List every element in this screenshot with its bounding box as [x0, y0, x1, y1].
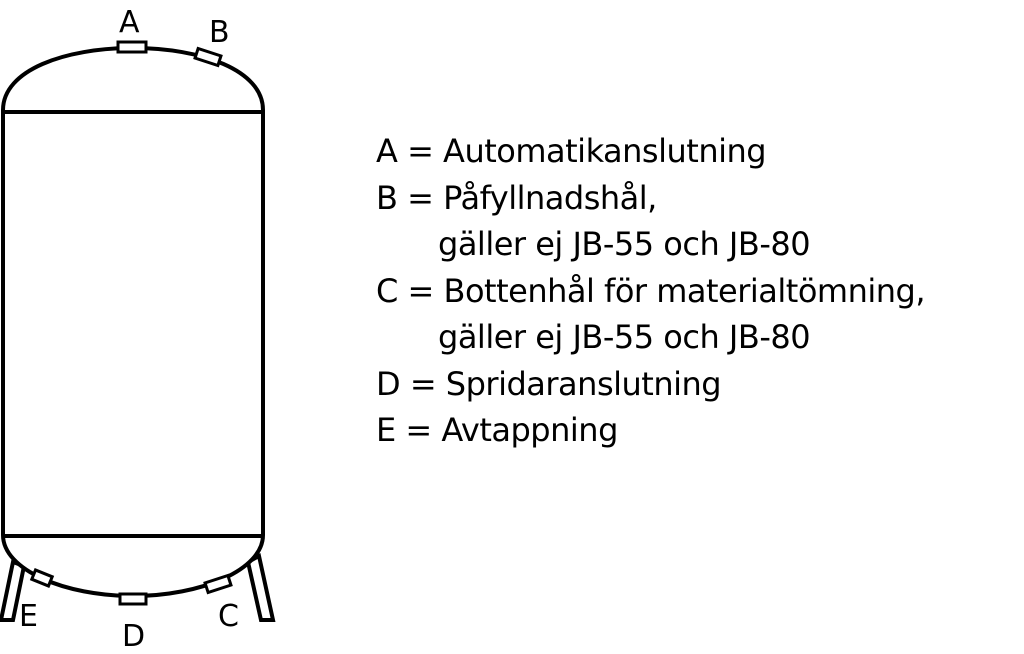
legend-item-d: D = Spridaranslutning	[376, 364, 722, 403]
legend-item-c-note: gäller ej JB-55 och JB-80	[438, 318, 811, 356]
nozzle-a	[116, 40, 148, 54]
callout-e: E	[19, 599, 38, 634]
nozzle-b	[193, 46, 223, 68]
legend-item-e: E = Avtappning	[376, 411, 618, 449]
legend-item-b-note: gäller ej JB-55 och JB-80	[438, 225, 811, 263]
tank-body	[0, 45, 265, 599]
nozzle-e	[29, 568, 55, 588]
callout-b: B	[209, 15, 230, 50]
right-leg	[245, 552, 276, 622]
callout-d: D	[122, 619, 145, 654]
legend: A = Automatikanslutning B = Påfyllnadshå…	[376, 128, 926, 454]
legend-item-b: B = Påfyllnadshål,	[376, 178, 657, 217]
legend-item-c: C = Bottenhål för materialtömning,	[376, 271, 926, 310]
nozzle-d	[118, 592, 148, 606]
callout-c: C	[218, 599, 239, 634]
callout-a: A	[119, 5, 140, 40]
legend-item-a: A = Automatikanslutning	[376, 132, 767, 170]
nozzle-c	[203, 573, 233, 595]
